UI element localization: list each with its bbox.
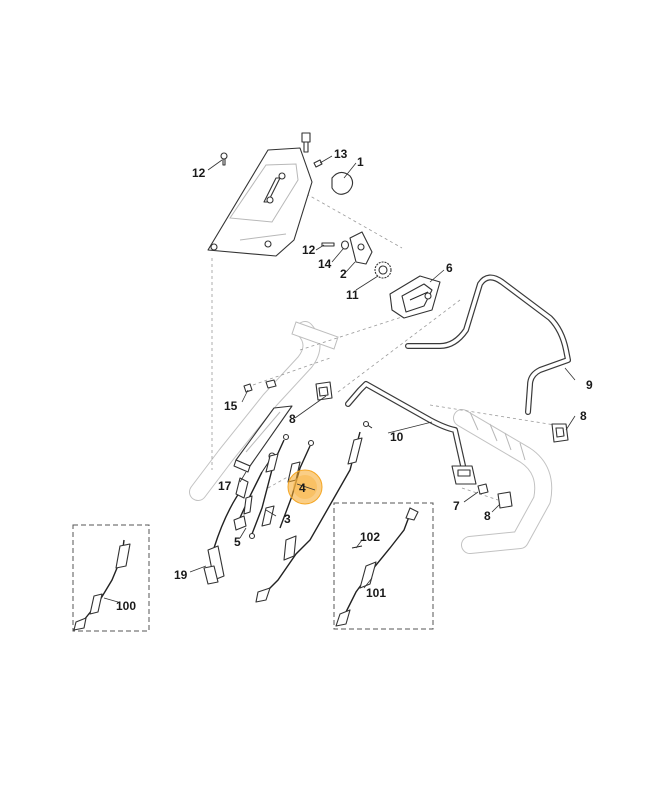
cable-part-5 [233, 452, 276, 531]
callout-8-left: 8 [289, 412, 296, 426]
lower-handle-ghost [453, 409, 553, 554]
drive-cable-main [255, 420, 373, 603]
kit-box-101 [333, 502, 434, 630]
washer-part-14 [340, 240, 350, 250]
callout-labels: 12 13 1 12 14 2 11 6 9 8 8 15 10 17 4 7 … [116, 147, 593, 613]
callout-15: 15 [224, 399, 238, 413]
callout-102: 102 [360, 530, 380, 544]
callout-3: 3 [284, 512, 291, 526]
callout-8-lower: 8 [484, 509, 491, 523]
screw-part-15 [243, 379, 277, 393]
callout-14: 14 [318, 257, 332, 271]
gear-part-11 [374, 261, 392, 279]
clip-part-8-left [315, 381, 333, 401]
callout-17: 17 [218, 479, 232, 493]
knob-part-1 [331, 171, 354, 195]
callout-5: 5 [234, 535, 241, 549]
screw-part-12-top [220, 152, 228, 166]
callout-11: 11 [346, 288, 359, 302]
callout-2: 2 [340, 267, 347, 281]
callout-9: 9 [586, 378, 593, 392]
callout-12-mid: 12 [302, 243, 316, 257]
upper-handle-ghost [189, 321, 339, 501]
nut-part-7 [477, 483, 489, 495]
callout-10: 10 [390, 430, 404, 444]
bail-lever-part-10 [345, 381, 477, 485]
callout-1: 1 [357, 155, 364, 169]
control-console-housing [207, 147, 313, 257]
kit-box-100 [72, 524, 150, 632]
drive-selector-part-6 [389, 275, 441, 319]
callout-101: 101 [366, 586, 386, 600]
cable-part-19 [203, 477, 249, 585]
screw-part-12-mid [321, 242, 335, 247]
bail-lever-part-9 [405, 274, 571, 415]
callout-12-top: 12 [192, 166, 206, 180]
lever-part-2 [349, 231, 373, 265]
leader-lines [103, 155, 576, 603]
grip-cover-part-17 [233, 405, 293, 473]
callout-13: 13 [334, 147, 348, 161]
callout-19: 19 [174, 568, 188, 582]
callout-100: 100 [116, 599, 136, 613]
cable-part-3 [248, 433, 290, 540]
callout-6: 6 [446, 261, 453, 275]
screw-part-13 [313, 159, 323, 168]
top-bolt [301, 132, 311, 153]
clip-part-8-lower [497, 491, 513, 509]
callout-8-right: 8 [580, 409, 587, 423]
callout-4: 4 [299, 481, 306, 495]
callout-7: 7 [453, 499, 460, 513]
clip-part-8-right [551, 423, 569, 443]
